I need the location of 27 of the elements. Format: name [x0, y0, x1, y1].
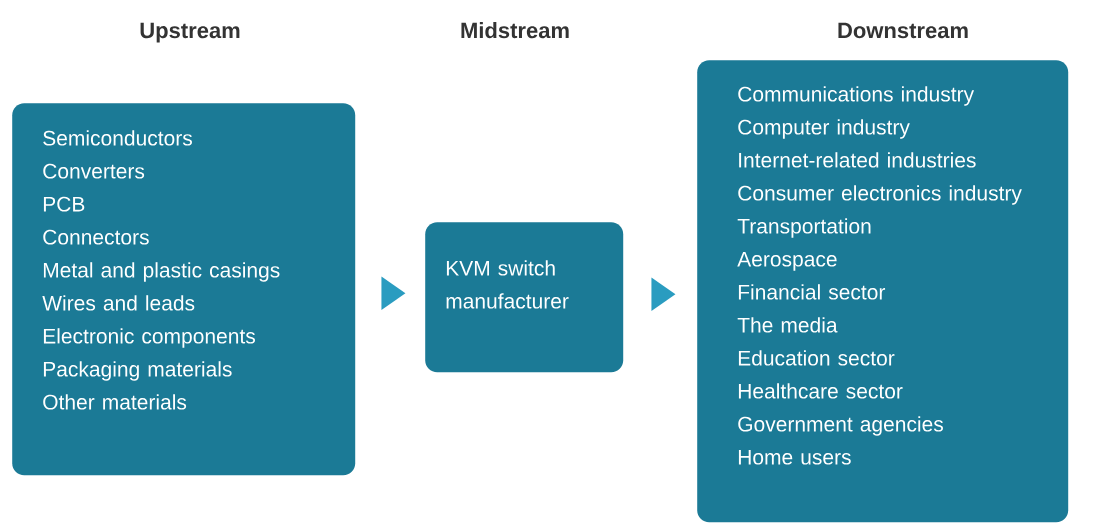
list-item: The media	[737, 317, 838, 333]
list-item: Computer industry	[738, 119, 910, 139]
list-item: Financial sector	[738, 284, 886, 300]
list-item: PCB	[43, 196, 85, 212]
list-item: Transportation	[737, 218, 871, 238]
list-item: Semiconductors	[43, 130, 192, 146]
list-item: Government agencies	[738, 416, 943, 436]
list-item: Healthcare sector	[738, 383, 903, 399]
list-item: Connectors	[43, 229, 149, 245]
stage-heading: Midstream	[461, 22, 569, 39]
list-item: Communications industry	[738, 86, 975, 106]
list-item: Packaging materials	[43, 361, 232, 381]
list-item: Other materials	[43, 394, 187, 410]
list-item: Aerospace	[737, 251, 837, 271]
list-item: Converters	[43, 163, 145, 179]
list-item: Education sector	[738, 350, 895, 366]
list-item: Metal and plastic casings	[43, 262, 280, 282]
list-item: Internet-related industries	[739, 152, 976, 168]
list-item: Home users	[738, 449, 851, 465]
stage-heading: Upstream	[140, 22, 240, 43]
list-item: Wires and leads	[42, 295, 195, 311]
list-item: Consumer electronics industry	[738, 185, 1022, 205]
list-item: Electronic components	[43, 328, 255, 348]
list-item: KVM switch manufacturer	[446, 260, 569, 309]
arrow	[651, 277, 676, 311]
arrow	[381, 276, 406, 310]
stage-heading: Downstream	[838, 22, 968, 39]
